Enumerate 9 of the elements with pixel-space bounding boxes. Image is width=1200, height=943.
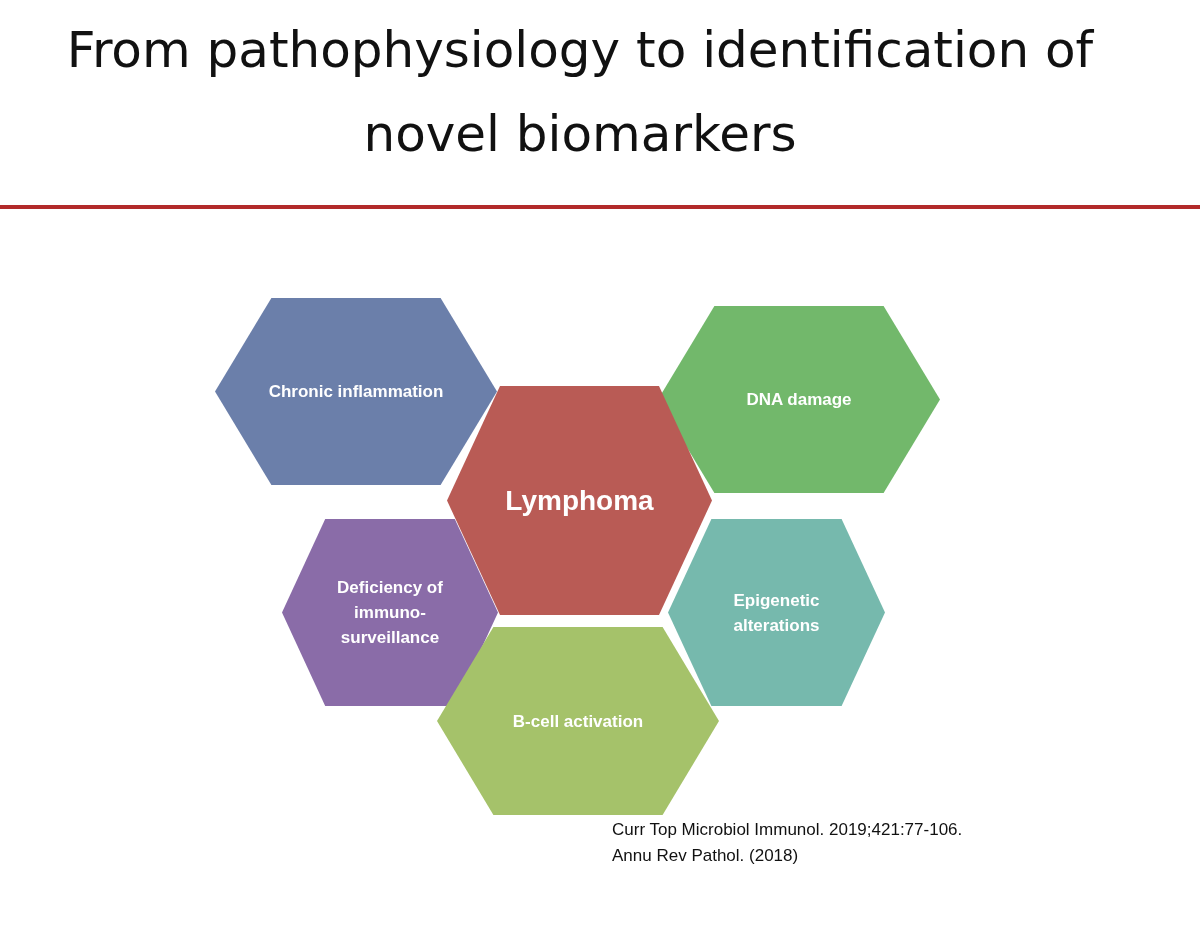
hexagon-label: Chronic inflammation bbox=[268, 381, 444, 403]
slide-title: From pathophysiology to identification of novel biomarkers bbox=[65, 20, 1095, 165]
hexagon-label: Lymphoma bbox=[505, 484, 654, 518]
hexagon-label: Epigenetic alterations bbox=[732, 589, 821, 637]
citation-text: Curr Top Microbiol Immunol. 2019;421:77-106. bbox=[612, 820, 963, 840]
hexagon-label: B-cell activation bbox=[512, 710, 644, 733]
hexagon-label: DNA damage bbox=[746, 389, 852, 411]
citation-text: Annu Rev Pathol. (2018) bbox=[612, 846, 799, 866]
hexagon-label: Deficiency of immuno-surveillance bbox=[336, 577, 444, 649]
